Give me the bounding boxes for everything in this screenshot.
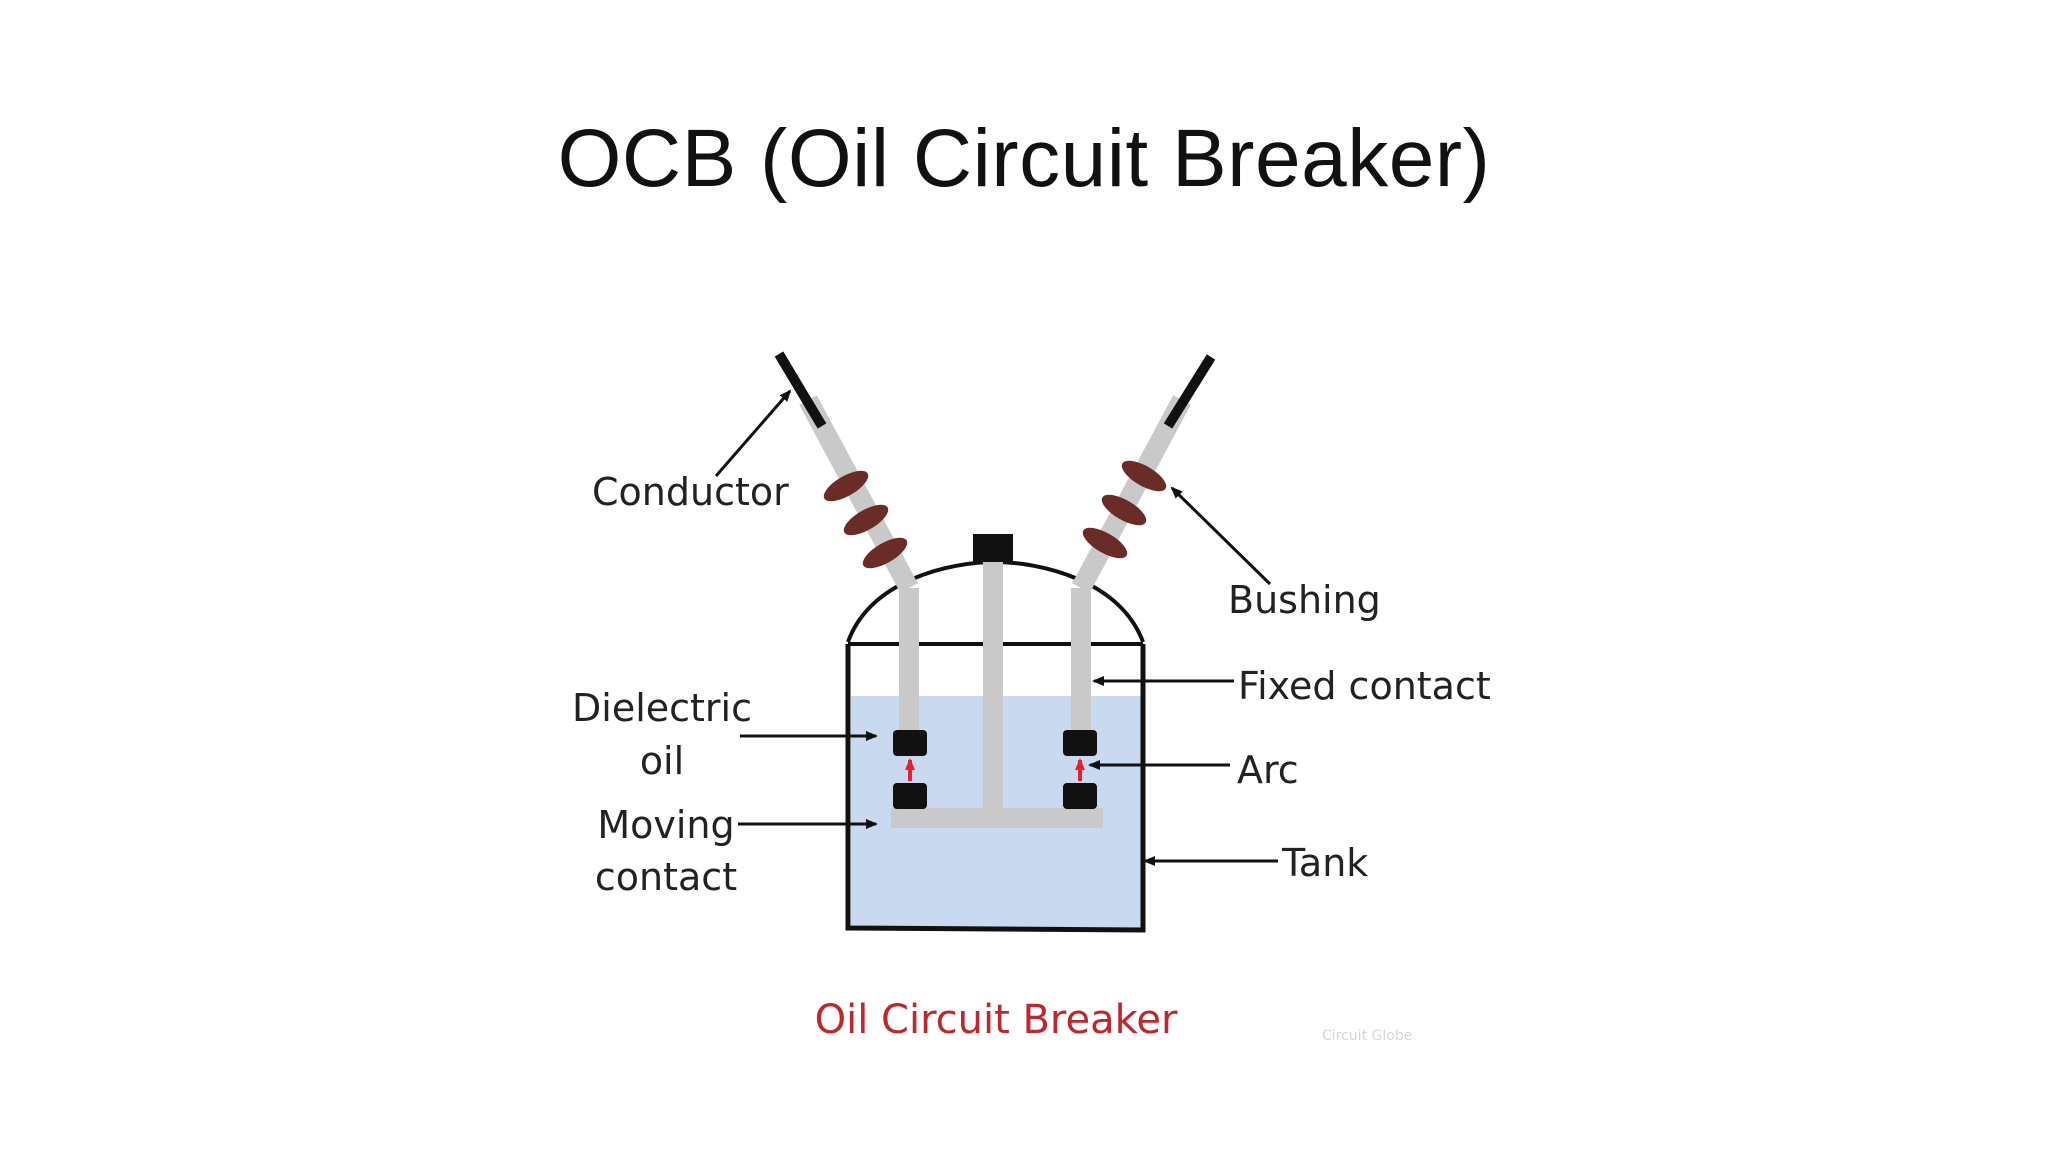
label-moving-contact-line1: Moving [597,803,734,847]
left-bushing-disc-3 [862,537,908,569]
right-fixed-contact [1063,730,1097,756]
left-conductor-rod-upper [799,395,918,593]
label-arc: Arc [1237,748,1299,792]
diagram-caption: Oil Circuit Breaker [815,997,1178,1043]
left-bushing-disc-1 [823,470,869,502]
label-dielectric-oil-line2: oil [640,739,684,783]
moving-contact-bar [891,808,1103,828]
tank-body [845,644,1146,933]
label-conductor: Conductor [592,470,789,514]
right-bushing-disc-1 [1121,460,1167,492]
right-conductor-rod-upper [1072,395,1191,593]
slide-title: OCB (Oil Circuit Breaker) [557,113,1491,204]
watermark: Circuit Globe [1322,1028,1412,1044]
right-bushing-assembly [1071,354,1216,736]
conductor-arrow [714,389,792,477]
right-bushing-disc-3 [1082,527,1128,559]
left-conductor-terminal [774,351,827,429]
label-dielectric-oil-line1: Dielectric [572,686,752,730]
right-moving-contact [1063,783,1097,809]
operating-rod [983,562,1003,818]
right-conductor-terminal [1163,354,1216,429]
label-tank: Tank [1281,841,1368,885]
label-bushing: Bushing [1228,578,1381,622]
label-fixed-contact: Fixed contact [1238,664,1491,708]
left-moving-contact [893,783,927,809]
left-fixed-contact [893,730,927,756]
bushing-arrow [1170,486,1272,586]
left-bushing-assembly [774,351,919,736]
left-bushing-disc-2 [843,504,889,536]
right-bushing-disc-2 [1101,494,1147,526]
label-moving-contact-line2: contact [595,855,737,899]
operating-rod-cap [973,534,1013,562]
